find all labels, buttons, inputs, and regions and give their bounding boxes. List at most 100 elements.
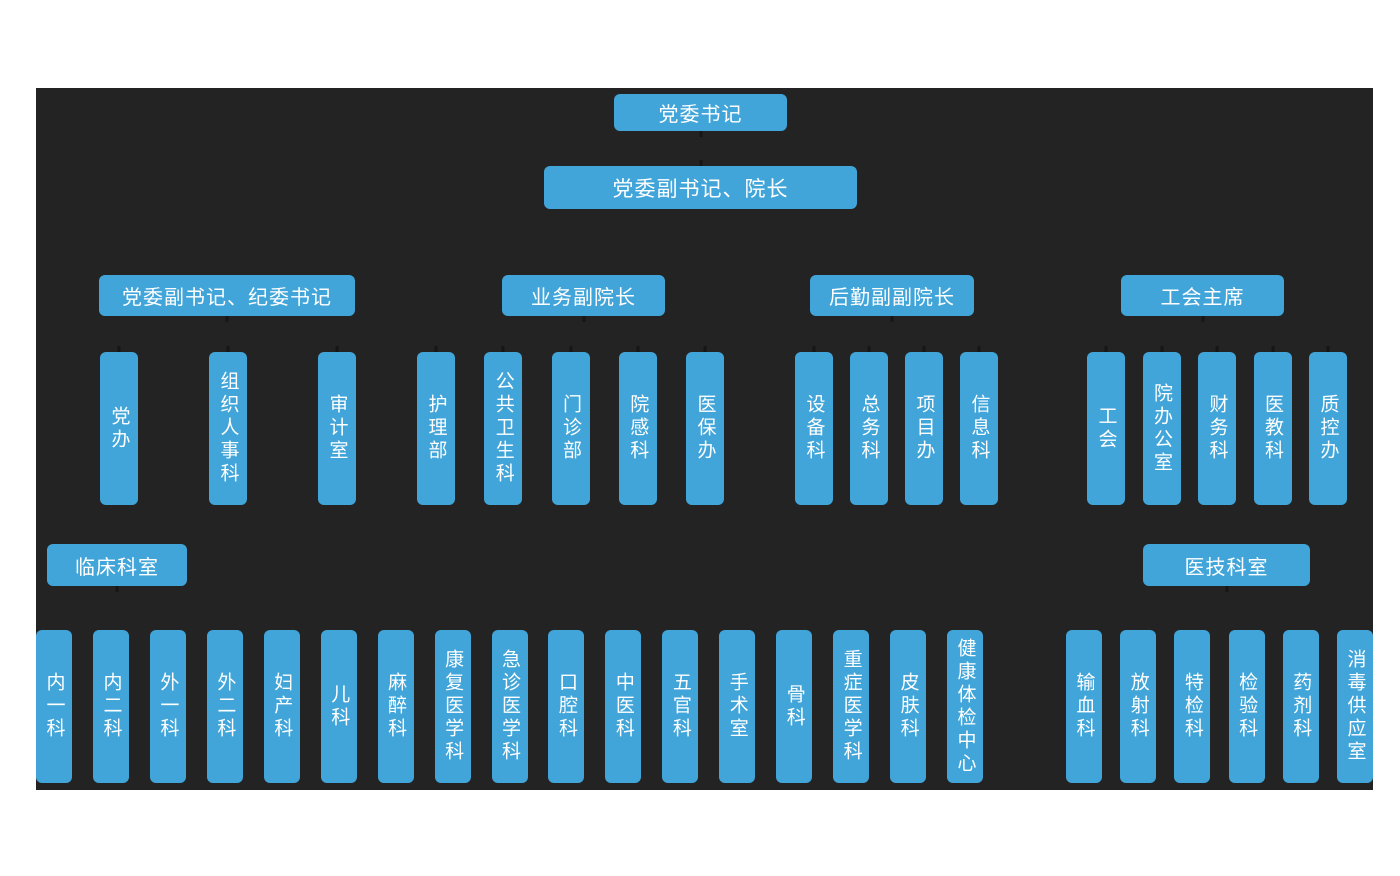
dept-node-group: 工会 院办公室 财务科 医教科 质控办 [1087,346,1347,505]
dept-node: 妇产科 [263,630,300,783]
node-label: 急诊医学科 [499,649,521,764]
dept-node: 口腔科 [548,630,585,783]
connector-stub [1326,346,1330,352]
node-label: 药剂科 [1290,672,1313,741]
node-label: 质控办 [1317,394,1340,463]
node-label: 工会 [1095,405,1118,452]
node-party-secretary: 党委书记 [614,94,787,137]
node-label: 骨科 [783,683,806,730]
connector-stub [582,316,585,322]
dept-node: 麻醉科 [377,630,414,783]
node-label: 麻醉科 [385,672,408,741]
org-chart-panel: 党委书记 党委副书记、院长 党委副书记、纪委书记党办 组织人事科 审计室 业务副院长护… [36,88,1373,790]
node-label: 院办公室 [1151,382,1173,475]
dept-node: 输血科 [1066,630,1102,783]
dept-node: 设备科 [795,346,833,505]
dept-node: 公共卫生科 [484,346,523,505]
dept-node: 康复医学科 [434,630,471,783]
node-label: 健康体检中心 [954,637,977,776]
node-label: 输血科 [1073,672,1096,741]
dept-node: 信息科 [960,346,998,505]
node-label: 内二科 [100,672,123,741]
node-label: 审计室 [326,394,349,463]
dept-node: 组织人事科 [209,346,247,505]
connector-stub [977,346,981,352]
connector-stub [890,316,894,322]
connector-stub [1225,586,1228,592]
node-label: 手术室 [726,672,749,741]
dept-node: 手术室 [719,630,756,783]
node-label: 后勤副副院长 [829,285,955,309]
node-label: 消毒供应室 [1344,649,1367,764]
node-label: 党委副书记、纪委书记 [122,285,332,309]
node-label: 外二科 [214,672,237,741]
connector-stub [569,346,572,352]
dept-node: 放射科 [1120,630,1157,783]
connector-stub [922,346,926,352]
node-label: 特检科 [1181,672,1204,741]
dept-node: 检验科 [1228,630,1265,783]
dept-node: 骨科 [776,630,813,783]
node-label: 医教科 [1262,394,1284,463]
node-label: 康复医学科 [442,649,465,764]
node-union-chairman: 工会主席 [1121,275,1284,322]
dept-node-group: 内一科 内二科 外一科 外二科 妇产科 儿科 麻醉科 康复医学科 急诊医学科 口腔科 中医科 五官科 手… [36,630,983,783]
dept-node: 健康体检中心 [947,630,983,783]
connector-stub [1215,346,1219,352]
connector-stub [335,346,339,352]
connector-stub [699,131,702,137]
dept-node: 急诊医学科 [491,630,528,783]
node-label: 儿科 [328,683,351,730]
node-label: 医技科室 [1184,554,1269,579]
node-label: 公共卫生科 [492,371,515,486]
node-logistics-vice-president: 后勤副副院长 [810,275,974,322]
connector-stub [812,346,816,352]
node-label: 皮肤科 [897,672,920,741]
node-label: 重症医学科 [840,649,863,764]
node-label: 财务科 [1206,394,1229,463]
dept-node: 消毒供应室 [1336,630,1373,783]
node-label: 护理部 [425,394,448,463]
node-deputy-party-secretary-discipline-secretary: 党委副书记、纪委书记 [99,275,355,322]
dept-node: 医教科 [1253,346,1292,505]
node-label: 检验科 [1236,672,1259,741]
dept-node: 工会 [1087,346,1125,505]
connector-stub [703,346,707,352]
connector-stub [434,346,438,352]
node-label: 内一科 [43,672,66,741]
node-business-vice-president: 业务副院长 [502,275,665,322]
node-clinical-departments: 临床科室 [47,544,187,592]
dept-node: 医保办 [686,346,724,505]
node-label: 五官科 [669,672,692,741]
node-label: 放射科 [1127,672,1150,741]
dept-node: 质控办 [1309,346,1347,505]
connector-stub [867,346,871,352]
dept-node: 中医科 [605,630,642,783]
node-label: 中医科 [612,672,635,741]
node-label: 门诊部 [560,394,582,463]
dept-node: 总务科 [850,346,888,505]
node-label: 项目办 [913,394,936,463]
dept-node: 财务科 [1198,346,1236,505]
dept-node: 审计室 [318,346,356,505]
connector-stub [1271,346,1274,352]
dept-node: 皮肤科 [890,630,927,783]
node-label: 组织人事科 [217,371,240,486]
node-deputy-secretary-president: 党委副书记、院长 [544,160,857,209]
dept-node: 儿科 [320,630,357,783]
node-label: 党委书记 [658,102,743,126]
dept-node: 重症医学科 [833,630,870,783]
dept-node: 内二科 [92,630,129,783]
node-label: 妇产科 [271,672,294,741]
connector-stub [226,346,230,352]
dept-node-group: 护理部公共卫生科门诊部院感科医保办 [417,346,724,505]
dept-node: 外一科 [149,630,186,783]
connector-stub [115,586,119,592]
node-label: 党办 [108,405,131,452]
dept-node: 内一科 [36,630,72,783]
dept-node: 院办公室 [1142,346,1181,505]
connector-stub [225,316,229,322]
connector-stub [1104,346,1108,352]
node-label: 医保办 [694,394,717,463]
connector-stub [1160,346,1163,352]
